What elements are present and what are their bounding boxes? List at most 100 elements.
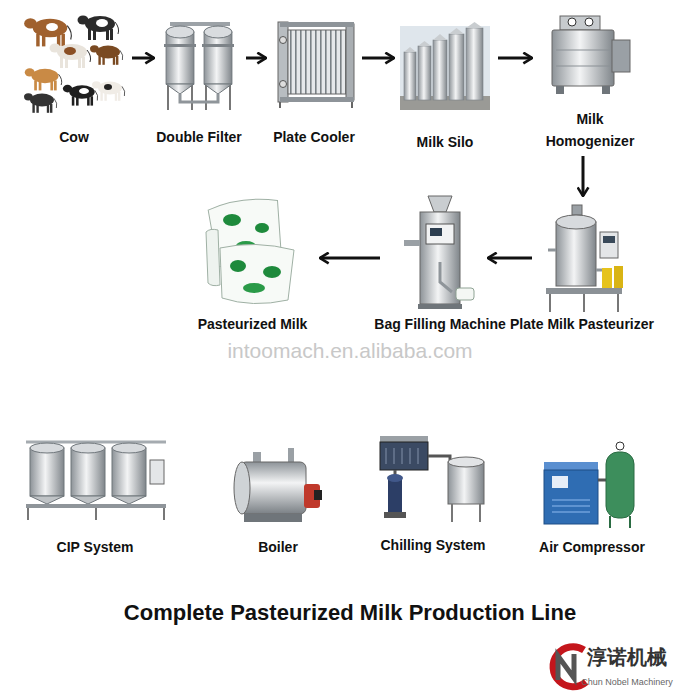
plate-pasteurizer (603, 236, 615, 243)
station-image-area (158, 8, 240, 128)
double-filter (164, 24, 234, 110)
machine-station: Chilling System (376, 430, 490, 554)
cow-herd (24, 16, 125, 113)
plate-cooler (280, 102, 352, 108)
chilling-system (387, 474, 403, 482)
cip-system (112, 448, 146, 496)
plate-cooler (288, 30, 346, 94)
flow-arrow (498, 57, 532, 60)
cow-herd (90, 45, 123, 65)
double-filter (202, 44, 234, 47)
station-image-area (20, 8, 128, 128)
cip-system (30, 448, 64, 496)
flow-arrow (246, 57, 266, 60)
plate-cooler (280, 22, 354, 27)
flow-arrow (132, 57, 154, 60)
plate-pasteurizer (556, 222, 596, 286)
plate-pasteurizer (546, 205, 623, 312)
station-label-group: Plate Milk Pasteurizer (540, 315, 624, 333)
station-label-group: Plate Cooler (272, 128, 356, 146)
station-label-group: Chilling System (376, 536, 490, 554)
homogenizer (552, 16, 630, 94)
plate-cooler (280, 81, 287, 88)
station-image-area (540, 8, 640, 108)
milk-silo (449, 28, 464, 34)
cip-system (30, 443, 64, 453)
station-image-area (400, 15, 490, 133)
chilling-system (384, 512, 406, 518)
station-label: CIP System (57, 538, 134, 556)
cip-system (26, 504, 166, 508)
company-name-latin: Chun Nobel Machinery (572, 676, 682, 689)
boiler (234, 462, 250, 514)
milk-silo (418, 41, 431, 46)
plate-pasteurizer (614, 266, 623, 288)
station-label: Double Filter (156, 128, 242, 146)
cow-herd (24, 18, 71, 46)
station-label: Plate Cooler (273, 128, 355, 146)
company-name: 淳诺机械 (572, 645, 682, 669)
milk-bags (255, 223, 269, 233)
cip-system (71, 443, 105, 453)
cow-herd (50, 44, 91, 69)
cow-herd (25, 68, 62, 90)
milk-bags (263, 266, 281, 278)
station-image-area (540, 200, 624, 315)
double-filter (164, 44, 196, 47)
chilling-system (452, 504, 480, 522)
station-image-area (22, 430, 168, 538)
cip-system (28, 508, 164, 520)
bag-filling-machine (420, 212, 460, 304)
boiler (314, 490, 322, 500)
air-compressor (544, 462, 598, 470)
cow-herd (46, 23, 58, 31)
chilling-system (380, 436, 428, 442)
air-compressor (552, 500, 590, 512)
milk-bags (230, 260, 246, 272)
air-compressor (610, 516, 630, 528)
chilling-system (388, 478, 402, 512)
milk-silo (400, 22, 490, 110)
cow-herd (96, 19, 108, 27)
cip-system (71, 448, 105, 496)
plate-pasteurizer (600, 232, 618, 258)
homogenizer (612, 40, 630, 72)
station-label: Boiler (258, 538, 298, 556)
air-compressor (544, 470, 598, 524)
cow-herd (78, 16, 119, 41)
station-label-group: Milk Homogenizer (540, 108, 640, 152)
chilling-system (395, 456, 450, 478)
chilling-system (380, 436, 484, 522)
double-filter (166, 84, 194, 94)
station-label: Milk Homogenizer (540, 108, 640, 152)
homogenizer (585, 18, 593, 26)
plate-cooler (278, 22, 354, 108)
cip-system (26, 442, 166, 520)
cow-herd (24, 93, 57, 113)
milk-silo (433, 34, 447, 40)
station-label-group: CIP System (22, 538, 168, 556)
station-image-area (540, 435, 644, 538)
bag-filling-machine (456, 288, 474, 300)
chilling-system (386, 448, 418, 464)
bag-filling-machine (404, 240, 420, 246)
diagram-title: Complete Pasteurized Milk Production Lin… (0, 598, 700, 628)
boiler (234, 448, 322, 522)
flow-arrow (582, 156, 585, 196)
machine-station: Pasteurized Milk (205, 188, 300, 333)
double-filter (166, 26, 194, 38)
milk-bags (220, 244, 294, 303)
station-image-area (400, 188, 480, 315)
cip-system (30, 496, 64, 504)
machine-station: CIP System (22, 430, 168, 556)
station-label: Plate Milk Pasteurizer (510, 315, 654, 333)
milk-silo (466, 28, 483, 100)
homogenizer (552, 30, 614, 86)
plate-cooler (280, 97, 354, 102)
cow-herd (104, 84, 112, 90)
plate-cooler (278, 22, 288, 102)
flow-arrow (488, 257, 532, 260)
machine-station: Bag Filling Machine (400, 188, 480, 333)
bag-filling-machine (418, 304, 462, 309)
milk-silo (400, 26, 490, 110)
